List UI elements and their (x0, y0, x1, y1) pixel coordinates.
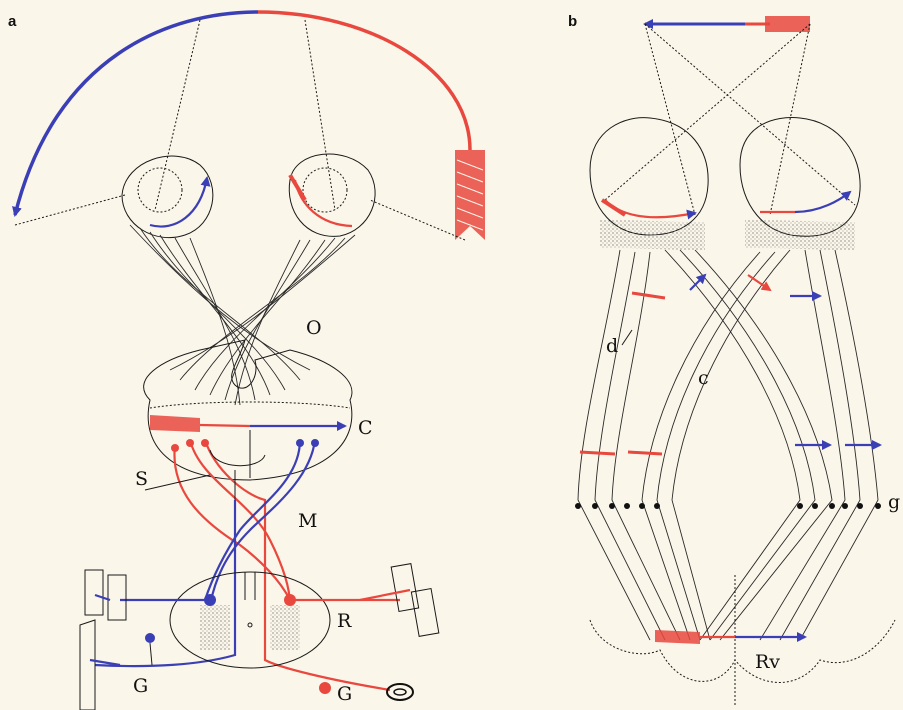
arrow-feather-tail (455, 150, 485, 240)
projection-lines (15, 20, 465, 240)
spinal-cord-section (120, 572, 400, 668)
label-m: M (298, 510, 317, 532)
left-eye (122, 156, 213, 238)
panel-a: a (8, 12, 485, 710)
panel-a-letter: a (8, 13, 17, 30)
left-eye-b (590, 118, 708, 250)
muscles-left (85, 570, 126, 620)
cortex-outline-b (590, 620, 895, 683)
label-rv: Rv (755, 651, 780, 673)
label-c: C (358, 417, 373, 439)
visual-field-arc-red (258, 12, 470, 150)
ganglion-cells (575, 503, 881, 509)
visual-field-arc-blue (15, 12, 258, 215)
label-g-b: g (888, 491, 900, 513)
label-r: R (337, 610, 352, 632)
label-d-leader (622, 330, 632, 345)
panel-b: b (568, 13, 900, 705)
label-s: S (135, 468, 148, 490)
label-g-right: G (337, 683, 352, 705)
panel-b-letter: b (568, 13, 577, 30)
optic-fibers (130, 225, 355, 405)
optic-fibres-b (578, 250, 878, 640)
label-d: d (606, 335, 618, 357)
fibre-arrows (580, 275, 880, 454)
projection-lines-b (605, 24, 855, 215)
label-c-b: c (698, 367, 709, 389)
label-g-left: G (133, 675, 148, 697)
label-o: O (306, 317, 322, 339)
bottom-arrow-feather (655, 630, 700, 644)
right-eye-b (740, 118, 860, 250)
